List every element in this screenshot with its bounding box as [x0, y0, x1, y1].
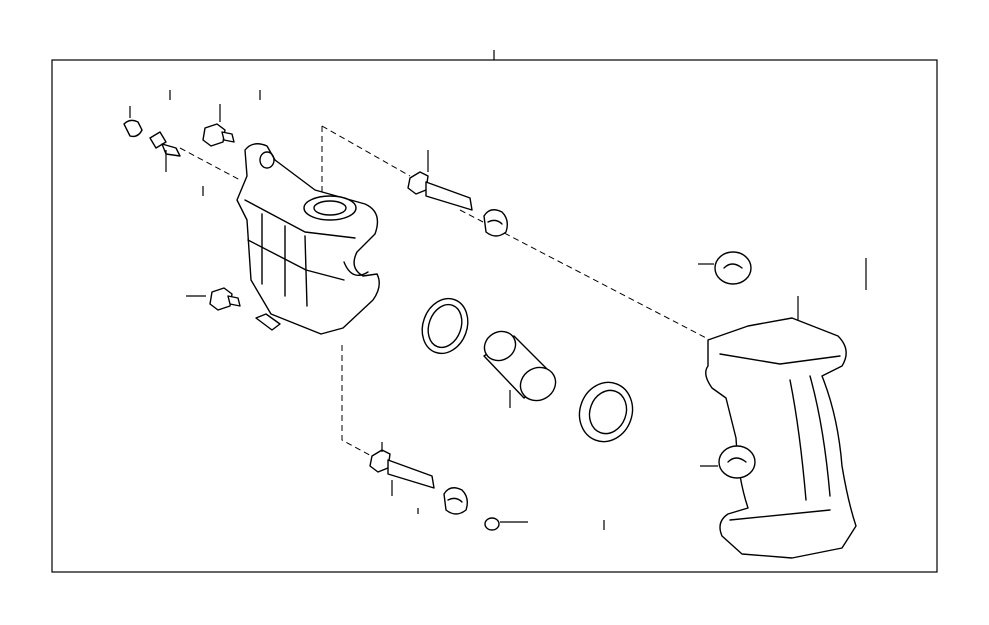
- boot-icon[interactable]: [443, 487, 469, 515]
- bracket-icon[interactable]: [705, 296, 857, 559]
- boot-icon[interactable]: [483, 209, 509, 237]
- boot-ring-icon[interactable]: [571, 375, 640, 449]
- bleeder-screw-icon[interactable]: [149, 131, 181, 172]
- cap-icon[interactable]: [123, 106, 143, 138]
- bolt-icon[interactable]: [202, 104, 235, 147]
- bushing-icon[interactable]: [484, 517, 528, 531]
- pin-icon[interactable]: [407, 150, 473, 211]
- ring-icon[interactable]: [415, 292, 475, 360]
- clip-icon[interactable]: [698, 251, 752, 285]
- leader-marks: [169, 90, 867, 530]
- assembly-dash-lines: [179, 125, 711, 459]
- bolt-icon[interactable]: [186, 287, 241, 311]
- caliper-body-icon[interactable]: [236, 143, 380, 335]
- piston-icon[interactable]: [479, 326, 561, 408]
- clip-icon[interactable]: [700, 445, 756, 479]
- pin-icon[interactable]: [369, 442, 435, 496]
